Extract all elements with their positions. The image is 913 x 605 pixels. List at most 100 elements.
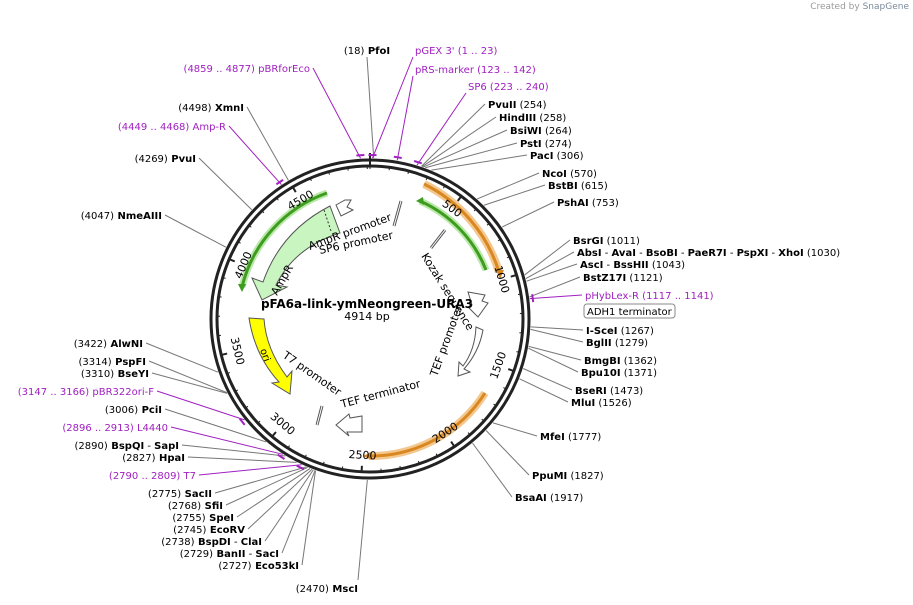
minor-tick xyxy=(467,432,471,436)
right-site-label[interactable]: BmgBI (1362) xyxy=(584,356,657,367)
amp-r-primer-mark xyxy=(275,179,284,186)
leader-line xyxy=(170,426,283,455)
prs-marker-primer-mark xyxy=(393,155,402,160)
ori-feature-arrow xyxy=(248,317,293,395)
left-site-label[interactable]: (3147 .. 3166) pBR322ori-F xyxy=(18,387,154,398)
right-site-label[interactable]: PpuMI (1827) xyxy=(532,471,604,482)
minor-tick xyxy=(322,461,325,465)
outer-labels: PvuII (254) HindIII (258) BsiWI (264) PstI … xyxy=(18,46,840,595)
minor-tick xyxy=(435,453,438,457)
right-site-label[interactable]: BstBI (615) xyxy=(548,181,608,192)
right-site-label[interactable]: PvuII (254) xyxy=(488,100,547,111)
left-site-label[interactable]: (2896 .. 2913) L4440 xyxy=(62,423,168,434)
right-site-label[interactable]: pHybLex-R (1117 .. 1141) xyxy=(585,291,714,302)
major-tick xyxy=(228,258,236,263)
major-tick xyxy=(456,195,463,202)
label-leader-lines xyxy=(145,56,584,581)
right-site-label[interactable]: I-SceI (1267) xyxy=(586,326,654,337)
minor-tick xyxy=(248,225,252,228)
orange-arc-bottom xyxy=(368,392,487,458)
bottom-site-label[interactable]: (2470) MscI xyxy=(296,584,358,595)
minor-tick xyxy=(309,177,312,182)
left-site-label[interactable]: (2729) BanII - SacI xyxy=(180,549,279,560)
right-site-label[interactable]: AbsI - AvaI - BsoBI - PaeR7I - PspXI - X… xyxy=(577,248,840,259)
right-site-label[interactable]: BseRI (1473) xyxy=(575,386,643,397)
leader-line xyxy=(485,430,530,476)
tick-label: 1000 xyxy=(491,264,512,295)
snapgene-brand: SnapGene xyxy=(862,2,909,12)
left-site-label[interactable]: (2775) SacII xyxy=(148,489,212,500)
minor-tick xyxy=(417,460,420,464)
right-site-label[interactable]: BsiWI (264) xyxy=(510,126,572,137)
right-site-label[interactable]: PacI (306) xyxy=(530,151,584,162)
major-tick xyxy=(221,352,228,356)
leader-line xyxy=(396,75,414,161)
top-site-label[interactable]: SP6 (223 .. 240) xyxy=(468,82,549,93)
minor-tick xyxy=(226,372,231,375)
minor-tick xyxy=(473,208,477,212)
left-site-label[interactable]: (4859 .. 4877) pBRforEco xyxy=(184,64,310,75)
left-site-label[interactable]: (3314) PspFI xyxy=(78,357,146,368)
right-site-label[interactable]: BstZ17I (1121) xyxy=(583,273,663,284)
snapgene-credit: Created by SnapGene xyxy=(810,2,909,12)
right-site-label[interactable]: Bpu10I (1371) xyxy=(581,368,657,379)
leader-line xyxy=(416,92,467,166)
green-arc-left-arrowhead xyxy=(238,284,246,292)
left-site-label[interactable]: (3310) BseYI xyxy=(81,369,149,380)
t7-primer-mark xyxy=(296,464,305,471)
orange-arc-bottom-halo xyxy=(368,390,489,461)
left-site-label[interactable]: (2738) BspDI - ClaI xyxy=(161,537,262,548)
primer-marks xyxy=(238,153,535,471)
right-site-label[interactable]: BsrGI (1011) xyxy=(573,236,640,247)
leader-line xyxy=(472,442,513,498)
minor-tick xyxy=(341,466,344,470)
minor-tick xyxy=(481,418,485,422)
major-tick xyxy=(271,431,277,438)
top-site-label[interactable]: pGEX 3' (1 .. 23) xyxy=(415,46,497,57)
left-site-label[interactable]: (4269) PvuI xyxy=(135,154,196,165)
right-site-label[interactable]: PstI (274) xyxy=(520,139,572,150)
right-site-label[interactable]: NcoI (570) xyxy=(542,169,597,180)
leader-line xyxy=(236,468,311,518)
leader-line xyxy=(529,276,581,298)
leader-line xyxy=(181,444,286,457)
left-site-label[interactable]: (2768) SfiI xyxy=(168,501,223,512)
green-arc-right xyxy=(419,199,488,271)
leader-line xyxy=(164,214,227,248)
right-site-label[interactable]: BglII (1279) xyxy=(586,338,648,349)
top-site-label[interactable]: pRS-marker (123 .. 142) xyxy=(415,65,536,76)
left-site-label[interactable]: (2755) SpeI xyxy=(172,513,234,524)
left-site-label[interactable]: (2727) Eco53kI xyxy=(218,561,299,572)
top-site-label[interactable]: (18) PfoI xyxy=(344,46,390,57)
leader-line xyxy=(151,372,228,394)
leader-line xyxy=(366,56,375,159)
ori-label: ori xyxy=(257,347,272,363)
leader-line xyxy=(148,360,228,394)
right-site-label[interactable]: PshAI (753) xyxy=(557,198,619,209)
plasmid-name: pFA6a-link-ymNeongreen-URA3 xyxy=(261,297,473,311)
right-site-label[interactable]: HindIII (258) xyxy=(499,113,566,124)
leader-line xyxy=(421,116,497,168)
l4440-primer-mark xyxy=(277,453,286,460)
sp6-primer-mark xyxy=(413,160,423,165)
left-site-label[interactable]: (4449 .. 4468) Amp-R xyxy=(118,122,226,133)
orange-arc-top-arrowhead xyxy=(496,270,504,279)
right-site-label[interactable]: MluI (1526) xyxy=(571,398,632,409)
left-site-label[interactable]: (4498) XmnI xyxy=(178,103,244,114)
left-site-label[interactable]: (2790 .. 2809) T7 xyxy=(109,471,196,482)
leader-line xyxy=(519,378,569,403)
left-site-label[interactable]: (4047) NmeAIII xyxy=(81,211,162,222)
minor-tick xyxy=(257,420,261,424)
left-site-label[interactable]: (2745) EcoRV xyxy=(173,525,245,536)
leader-line xyxy=(372,56,414,159)
right-site-label[interactable]: MfeI (1777) xyxy=(540,432,601,443)
left-site-label[interactable]: (3006) PciI xyxy=(105,405,162,416)
right-site-label[interactable]: BsaAI (1917) xyxy=(515,493,583,504)
left-site-label[interactable]: (3422) AlwNI xyxy=(74,339,143,350)
left-site-label[interactable]: (2890) BspQI - SapI xyxy=(74,441,179,452)
leader-line xyxy=(526,263,578,282)
left-site-label[interactable]: (2827) HpaI xyxy=(122,453,185,464)
pbr322ori-primer-mark xyxy=(238,417,246,426)
right-site-label[interactable]: AscI - BssHII (1043) xyxy=(580,260,685,271)
phyblex-primer-mark xyxy=(531,294,535,303)
